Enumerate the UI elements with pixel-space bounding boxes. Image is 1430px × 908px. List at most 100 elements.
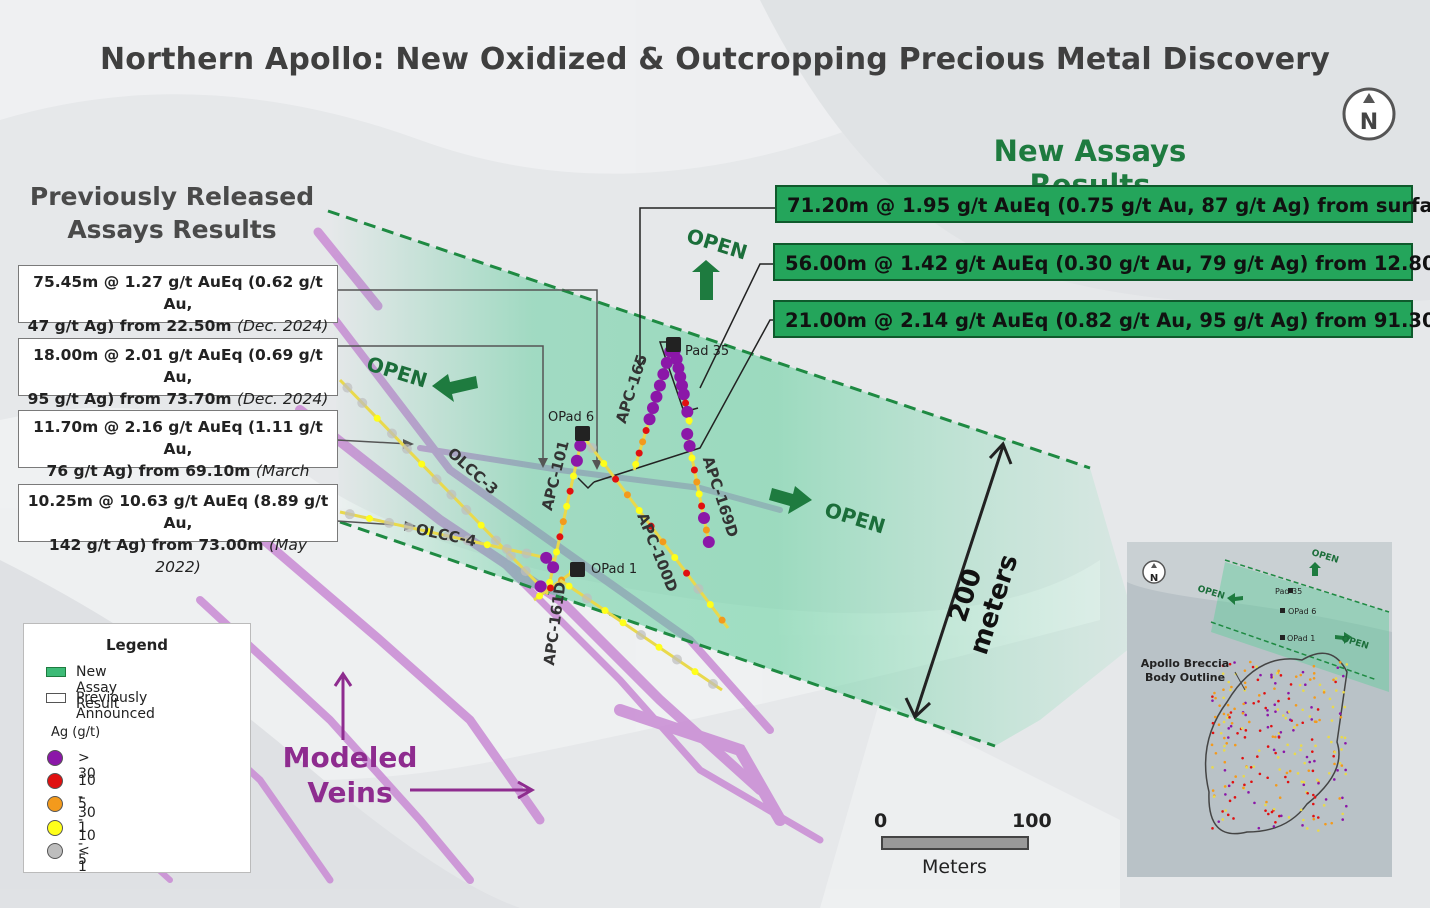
inset-dot [1211,766,1214,769]
inset-dot [1300,780,1304,784]
inset-dot [1330,740,1333,744]
trace-olcc-3-intercept [418,460,426,468]
inset-dot [1312,664,1316,668]
trace-apc-100d-intercept [647,522,655,530]
new-assay-result-2: 56.00m @ 1.42 g/t AuEq (0.30 g/t Au, 79 … [773,243,1430,281]
trace-apc-100d-intercept [635,507,643,514]
inset-opad6: OPad 6 [1288,607,1317,616]
trace-apc-169d-intercept [695,490,703,498]
inset-dot [1292,728,1295,732]
inset-dot [1234,775,1237,778]
inset-dot [1219,731,1223,735]
trace-apc-169d-intercept [683,440,696,452]
inset-dot [1277,736,1281,739]
inset-dot [1276,708,1280,711]
inset-dot [1264,706,1268,710]
pad-label-pad35: Pad 35 [685,344,730,359]
inset-dot [1255,665,1258,668]
legend-label-10-30: 10 - 30 [78,773,96,821]
inset-dot [1263,691,1266,695]
inset-dot [1217,723,1221,727]
inset-dot [1211,721,1215,725]
trace-long-intercept [619,619,627,627]
inset-dot [1270,675,1273,679]
legend-panel: Legend New Assay Result Previously Annou… [23,623,251,875]
inset-dot [1334,689,1338,692]
inset-dot [1241,756,1244,760]
inset-dot [1231,780,1235,784]
previous-assay-1-line2: 47 g/t Ag) from 22.50m [27,317,232,335]
inset-dot [1233,661,1236,664]
inset-dot [1328,697,1332,701]
inset-dot [1214,751,1218,755]
inset-dot [1334,680,1337,684]
inset-dot [1211,731,1215,735]
inset-dot [1314,744,1317,748]
inset-dot [1301,721,1305,725]
inset-dot [1302,689,1305,692]
inset-dot [1302,783,1306,787]
inset-dot [1287,691,1290,695]
trace-long-intercept [636,630,646,640]
inset-dot [1266,725,1270,729]
scale-unit-label: Meters [922,856,987,878]
inset-dot [1327,735,1330,739]
inset-dot [1287,710,1291,713]
inset-dot [1228,799,1232,803]
legend-dot-5-10 [47,796,63,812]
trace-olcc-3-intercept [461,504,472,515]
inset-dot [1274,783,1278,787]
pad-label-opad1: OPad 1 [591,562,638,577]
inset-dot [1310,706,1313,709]
inset-dot [1221,818,1225,821]
previous-assays-heading-line2: Assays Results [67,215,277,244]
open-arrows [432,260,812,514]
inset-dot [1273,687,1276,690]
trace-apc-100d-intercept [683,569,691,577]
trace-apc-101-intercept [570,472,577,480]
inset-dot [1324,822,1327,826]
inset-dot [1272,807,1276,811]
trace-apc-165-intercept [660,356,673,369]
inset-dot [1242,702,1245,706]
trace-apc-169d-intercept [693,478,701,486]
trace-apc-100d-intercept [600,460,608,467]
legend-swatch-previous [46,693,66,703]
inset-dot [1265,800,1268,804]
inset-dot [1244,686,1248,689]
inset-dot [1226,713,1230,717]
inset-dot [1318,718,1321,722]
trace-apc-169d-intercept [702,536,715,548]
opad6-bracket [577,477,595,490]
trace-apc-169d-intercept [681,428,694,440]
trace-apc-169d-intercept [698,512,710,524]
previous-assay-1-date: (Dec. 2024) [236,317,329,335]
inset-north-label: N [1149,573,1159,584]
pad-label-opad6: OPad 6 [548,410,595,425]
inset-dot [1305,827,1309,830]
inset-dot [1226,813,1230,817]
inset-dot [1221,664,1225,667]
inset-dot [1289,683,1293,686]
inset-dot [1299,808,1303,812]
trace-olcc-3-intercept [431,474,442,485]
inset-dot [1228,662,1232,666]
trace-apc-165-intercept [642,427,650,435]
scale-start-label: 0 [874,810,888,832]
trace-long-intercept [601,607,609,615]
inset-dot [1243,736,1247,739]
inset-dot [1230,685,1233,689]
trace-apc-101-intercept [553,548,560,556]
previous-assay-4-line1: 10.25m @ 10.63 g/t AuEq (8.89 g/t Au, [27,492,329,532]
trace-apc-165-b-intercept [681,405,694,418]
inset-dot [1211,695,1214,698]
trace-olcc-4-intercept [365,515,373,523]
inset-dot [1211,827,1214,830]
inset-dot [1227,727,1231,730]
trace-apc-100d-intercept [612,475,620,483]
inset-dot [1310,738,1314,741]
inset-dot [1288,718,1292,722]
inset-dot [1334,677,1338,680]
inset-dot [1313,720,1317,723]
inset-dot [1227,736,1230,739]
